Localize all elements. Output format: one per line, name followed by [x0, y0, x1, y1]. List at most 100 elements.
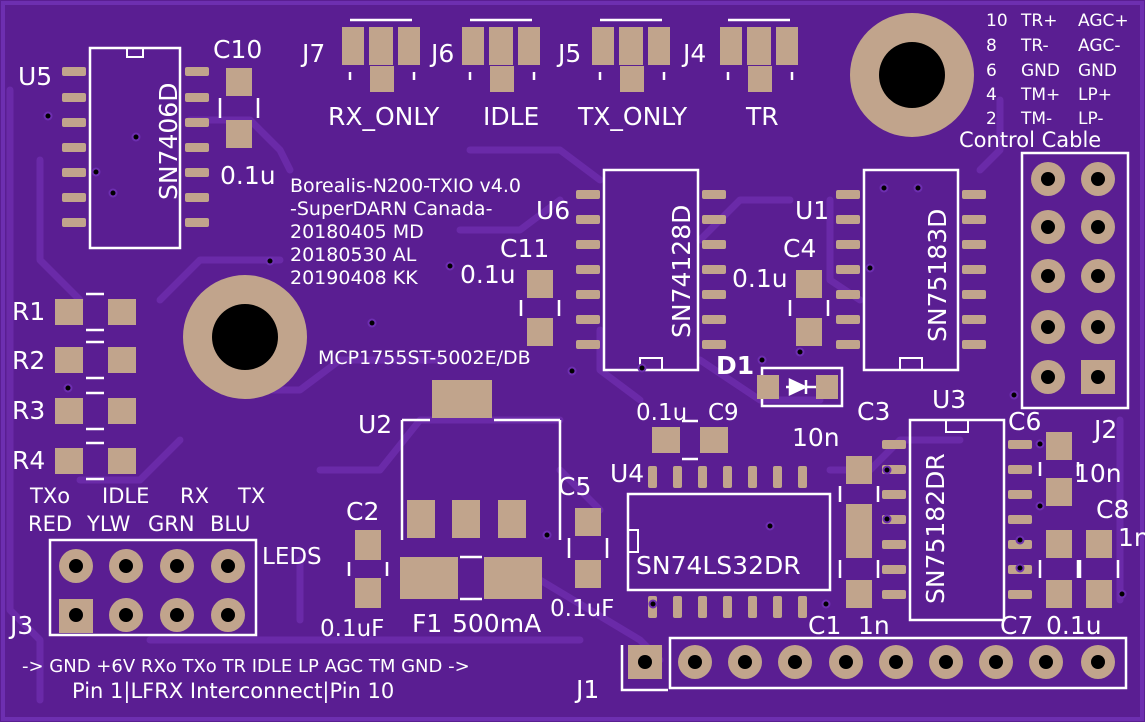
fuse-f1	[400, 555, 542, 601]
ref-u6: U6	[536, 196, 570, 225]
ref-r3: R3	[12, 396, 45, 425]
cap-c2	[347, 530, 389, 608]
mounting-hole-left	[183, 275, 307, 399]
ref-f1: F1	[412, 609, 442, 638]
ic-u2	[400, 380, 562, 540]
value-c11: 0.1u	[460, 260, 516, 289]
cc-b-4: LP+	[1078, 85, 1112, 105]
cap-c3	[838, 456, 880, 532]
ref-j7: J7	[300, 39, 325, 68]
board-info: Borealis-N200-TXIO v4.0 -SuperDARN Canad…	[290, 175, 521, 289]
ref-r1: R1	[12, 297, 45, 326]
ref-j3: J3	[8, 611, 33, 640]
value-f1: 500mA	[452, 609, 541, 638]
u3-part: SN75182DR	[921, 453, 950, 604]
led-color-red: RED	[28, 512, 72, 536]
cap-c10	[218, 68, 260, 148]
header-j1	[620, 636, 1128, 692]
value-c4: 0.1u	[732, 264, 788, 293]
ref-c2: C2	[346, 497, 379, 526]
ref-c5: C5	[558, 472, 591, 501]
cc-b-5: LP-	[1078, 109, 1103, 129]
ic-u6: SN74128D	[576, 168, 726, 372]
ref-j2: J2	[1092, 415, 1117, 444]
info-line-4: 20180530 AL	[290, 244, 417, 266]
ref-r2: R2	[12, 346, 45, 375]
header-j2	[1020, 151, 1130, 410]
u6-part: SN74128D	[667, 205, 696, 338]
ref-u5: U5	[18, 62, 52, 91]
diode-d1	[757, 366, 844, 408]
header-j3	[48, 538, 258, 637]
u5-part: SN7406D	[154, 83, 183, 200]
led-signal-rx: RX	[180, 484, 209, 508]
info-line-3: 20180405 MD	[290, 221, 424, 243]
jumper-j5	[592, 18, 670, 92]
info-line-5: 20190408 KK	[290, 267, 418, 289]
led-signal-tx: TX	[237, 484, 265, 508]
value-c2: 0.1uF	[320, 616, 384, 642]
ic-u3: SN75182DR	[882, 418, 1032, 622]
cap-c4	[788, 270, 830, 346]
jumper-j4	[720, 18, 798, 92]
jumper-label-tx-only: TX_ONLY	[577, 102, 688, 131]
value-c3: 10n	[792, 423, 840, 452]
led-color-blu: BLU	[210, 512, 250, 536]
cc-a-4: TM+	[1020, 85, 1060, 105]
leds-label: LEDS	[262, 544, 322, 570]
ref-u4: U4	[610, 459, 644, 488]
value-c6: 10n	[1074, 459, 1122, 488]
ref-d1: D1	[716, 351, 754, 380]
u2-part: MCP1755ST-5002E/DB	[318, 347, 531, 369]
interconnect-pins: -> GND +6V RXo TXo TR IDLE LP AGC TM GND…	[22, 656, 470, 677]
ref-j6: J6	[429, 39, 454, 68]
vias	[43, 111, 1127, 609]
cap-c8	[1078, 530, 1120, 608]
cc-pin-2: 8	[986, 36, 997, 56]
ref-c1: C1	[808, 611, 841, 640]
ref-c11: C11	[500, 234, 549, 263]
led-signal-idle: IDLE	[102, 484, 149, 508]
cap-c9	[652, 419, 728, 461]
cc-a-3: GND	[1021, 61, 1060, 81]
control-cable-legend: 10 TR+ AGC+ 8 TR- AGC- 6 GND GND 4 TM+ L…	[986, 11, 1129, 129]
cap-c6	[1038, 432, 1080, 506]
cc-b-3: GND	[1078, 61, 1117, 81]
ref-u1: U1	[795, 196, 829, 225]
cap-c1	[838, 530, 880, 608]
cc-b-1: AGC+	[1078, 11, 1129, 31]
value-c9: 0.1u	[636, 400, 687, 426]
resistor-array	[55, 292, 136, 481]
cc-a-5: TM-	[1020, 109, 1052, 129]
cc-a-2: TR-	[1020, 36, 1049, 56]
value-c10: 0.1u	[220, 161, 276, 190]
led-color-grn: GRN	[148, 512, 195, 536]
ref-c6: C6	[1008, 407, 1041, 436]
cap-c11	[519, 270, 561, 346]
ref-c3: C3	[857, 397, 890, 426]
led-color-ylw: YLW	[86, 512, 131, 536]
value-c8: 1n	[1118, 523, 1145, 552]
led-signal-txo: TXo	[29, 484, 70, 508]
cc-pin-5: 2	[986, 109, 997, 129]
cap-c7	[1038, 530, 1080, 608]
info-line-2: -SuperDARN Canada-	[290, 198, 492, 220]
jumper-j7	[342, 18, 420, 92]
u4-part: SN74LS32DR	[636, 551, 801, 580]
ref-c8: C8	[1096, 495, 1129, 524]
value-c5: 0.1uF	[550, 596, 614, 622]
ref-j5: J5	[556, 39, 581, 68]
jumper-label-idle: IDLE	[483, 102, 539, 131]
u1-part: SN75183D	[923, 209, 952, 342]
ref-c9: C9	[708, 400, 739, 426]
value-c1: 1n	[858, 611, 890, 640]
interconnect-label: Pin 1|LFRX Interconnect|Pin 10	[72, 679, 394, 704]
ref-u3: U3	[932, 385, 966, 414]
ic-u1: SN75183D	[836, 168, 986, 372]
ref-c4: C4	[783, 234, 816, 263]
ref-r4: R4	[12, 446, 45, 475]
cc-b-2: AGC-	[1078, 36, 1121, 56]
cc-pin-4: 4	[986, 85, 997, 105]
cc-pin-1: 10	[986, 11, 1008, 31]
